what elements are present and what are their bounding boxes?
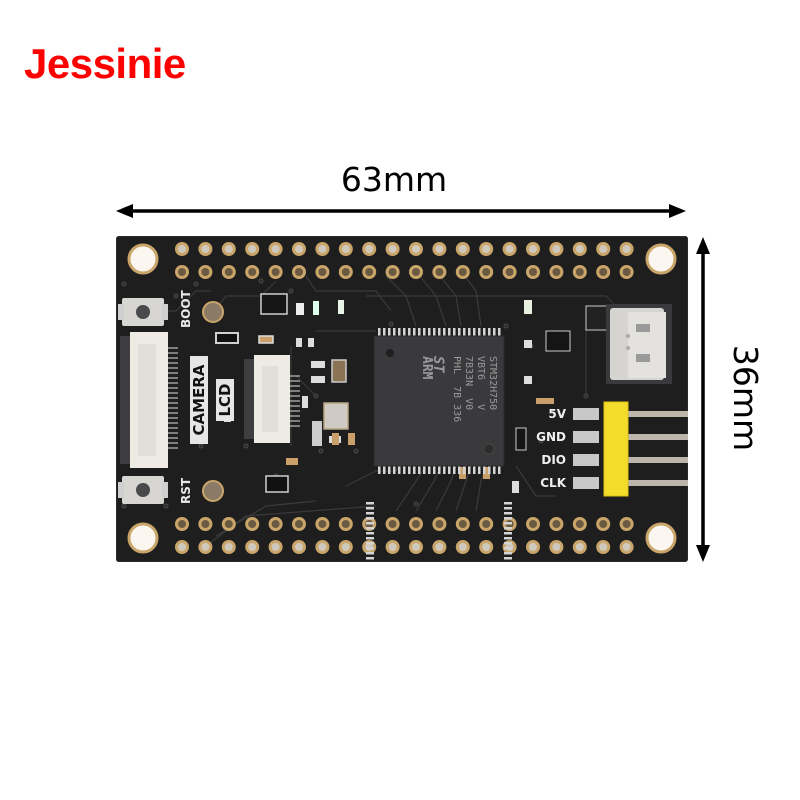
height-arrow bbox=[696, 237, 710, 562]
stm32-mcu-chip bbox=[366, 328, 512, 560]
mcu-marking-line-1: STM32H750 bbox=[487, 356, 498, 411]
lcd-fpc-connector[interactable] bbox=[244, 355, 300, 443]
arm-logo-icon: ARM bbox=[419, 356, 434, 380]
reset-silkscreen-label: RST bbox=[179, 477, 193, 504]
usb-c-port[interactable] bbox=[606, 304, 672, 384]
boot-button[interactable] bbox=[118, 298, 168, 326]
pin-label-5v: 5V bbox=[548, 407, 566, 421]
lcd-connector-label: LCD bbox=[216, 379, 234, 421]
camera-connector-label: CAMERA bbox=[190, 356, 208, 444]
width-arrow bbox=[116, 204, 686, 218]
boot-silkscreen-label: BOOT bbox=[179, 290, 193, 328]
mcu-marking-line-3: 7B33N V0 bbox=[463, 356, 474, 411]
mcu-marking-line-2: VBT6 V bbox=[475, 356, 486, 411]
width-dimension-label: 63mm bbox=[0, 160, 800, 199]
smd-components bbox=[201, 293, 609, 493]
mcu-marking: STM32H750 VBT6 V 7B33N V0 PHL 7B 336 ST … bbox=[396, 356, 498, 448]
mounting-holes bbox=[127, 243, 677, 554]
mcu-marking-line-4: PHL 7B 336 bbox=[451, 356, 462, 423]
debug-pin-header[interactable] bbox=[573, 401, 688, 497]
camera-fpc-connector[interactable] bbox=[120, 332, 178, 468]
height-dimension-label: 36mm bbox=[726, 344, 766, 452]
brand-logo: Jessinie bbox=[24, 40, 186, 87]
pin-label-clk: CLK bbox=[540, 476, 566, 490]
pin-label-gnd: GND bbox=[536, 430, 566, 444]
pin-label-dio: DIO bbox=[541, 453, 566, 467]
width-dimension-text: 63mm bbox=[340, 160, 448, 199]
gpio-header-pads bbox=[175, 242, 634, 554]
pcb-artwork bbox=[118, 242, 688, 560]
pcb-board: BOOT RST CAMERA LCD STM32H750 VBT6 V 7B3… bbox=[116, 236, 688, 562]
reset-button[interactable] bbox=[118, 476, 168, 504]
